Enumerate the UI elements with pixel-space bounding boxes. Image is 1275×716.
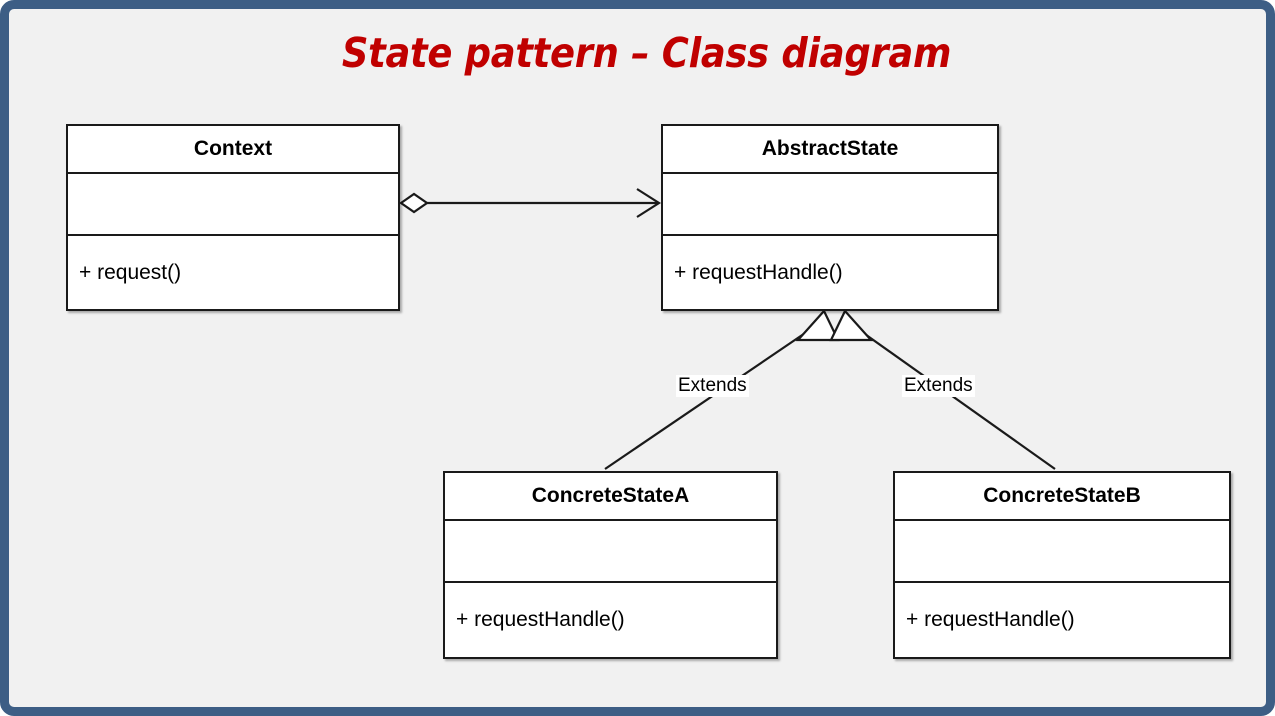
uml-class-name-concretestatea: ConcreteStateA bbox=[445, 473, 776, 521]
edge-label-extends-a: Extends bbox=[676, 375, 749, 397]
uml-attributes-abstractstate bbox=[663, 174, 997, 236]
uml-operations-concretestatea: + requestHandle() bbox=[445, 583, 776, 657]
uml-class-concretestatea[interactable]: ConcreteStateA + requestHandle() bbox=[443, 471, 778, 659]
uml-class-abstractstate[interactable]: AbstractState + requestHandle() bbox=[661, 124, 999, 311]
uml-attributes-concretestatea bbox=[445, 521, 776, 583]
uml-attributes-context bbox=[68, 174, 398, 236]
uml-operation-abstractstate-0: + requestHandle() bbox=[674, 260, 843, 284]
edge-label-extends-b: Extends bbox=[902, 375, 975, 397]
uml-operations-abstractstate: + requestHandle() bbox=[663, 236, 997, 309]
uml-class-context[interactable]: Context + request() bbox=[66, 124, 400, 311]
uml-class-name-concretestateb: ConcreteStateB bbox=[895, 473, 1229, 521]
page-title: State pattern – Class diagram bbox=[341, 29, 952, 77]
uml-operation-concretestateb-0: + requestHandle() bbox=[906, 608, 1075, 631]
uml-attributes-concretestateb bbox=[895, 521, 1229, 583]
uml-class-name-context: Context bbox=[68, 126, 398, 174]
uml-operation-concretestatea-0: + requestHandle() bbox=[456, 608, 625, 631]
relationship-aggregation-context-abstractstate bbox=[399, 188, 662, 218]
uml-operation-context-0: + request() bbox=[79, 260, 182, 284]
uml-class-name-abstractstate: AbstractState bbox=[663, 126, 997, 174]
uml-class-concretestateb[interactable]: ConcreteStateB + requestHandle() bbox=[893, 471, 1231, 659]
uml-operations-context: + request() bbox=[68, 236, 398, 309]
uml-operations-concretestateb: + requestHandle() bbox=[895, 583, 1229, 657]
